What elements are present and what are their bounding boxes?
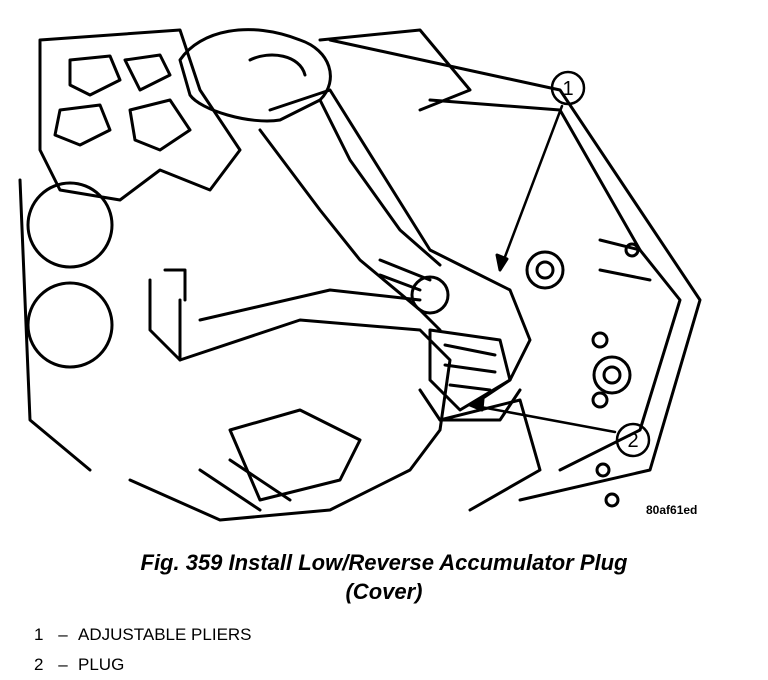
adjustable-pliers xyxy=(258,88,532,422)
transmission-case-outline xyxy=(328,38,702,508)
callout-1-number: 1 xyxy=(562,78,573,100)
figure-code: 80af61ed xyxy=(646,503,698,517)
legend-dash: – xyxy=(58,625,68,644)
callout-2-marker xyxy=(468,397,651,458)
caption-line-1: Fig. 359 Install Low/Reverse Accumulator… xyxy=(140,550,628,575)
legend-number: 1 xyxy=(34,625,44,644)
hand xyxy=(178,28,472,123)
valve-body-outline xyxy=(18,28,242,472)
legend-item: 2 – PLUG xyxy=(34,650,252,680)
legend-label: ADJUSTABLE PLIERS xyxy=(78,625,252,644)
legend-number: 2 xyxy=(34,655,44,674)
figure-caption: Fig. 359 Install Low/Reverse Accumulator… xyxy=(0,548,768,606)
legend-dash: – xyxy=(58,655,68,674)
caption-line-2: (Cover) xyxy=(345,579,423,604)
technical-illustration: 1 2 xyxy=(18,28,702,522)
callout-2-number: 2 xyxy=(627,430,638,452)
legend-item: 1 – ADJUSTABLE PLIERS xyxy=(34,620,252,650)
case-body xyxy=(128,268,542,522)
callout-1-marker xyxy=(495,70,586,272)
callout-legend: 1 – ADJUSTABLE PLIERS 2 – PLUG xyxy=(34,620,252,680)
legend-label: PLUG xyxy=(78,655,125,674)
